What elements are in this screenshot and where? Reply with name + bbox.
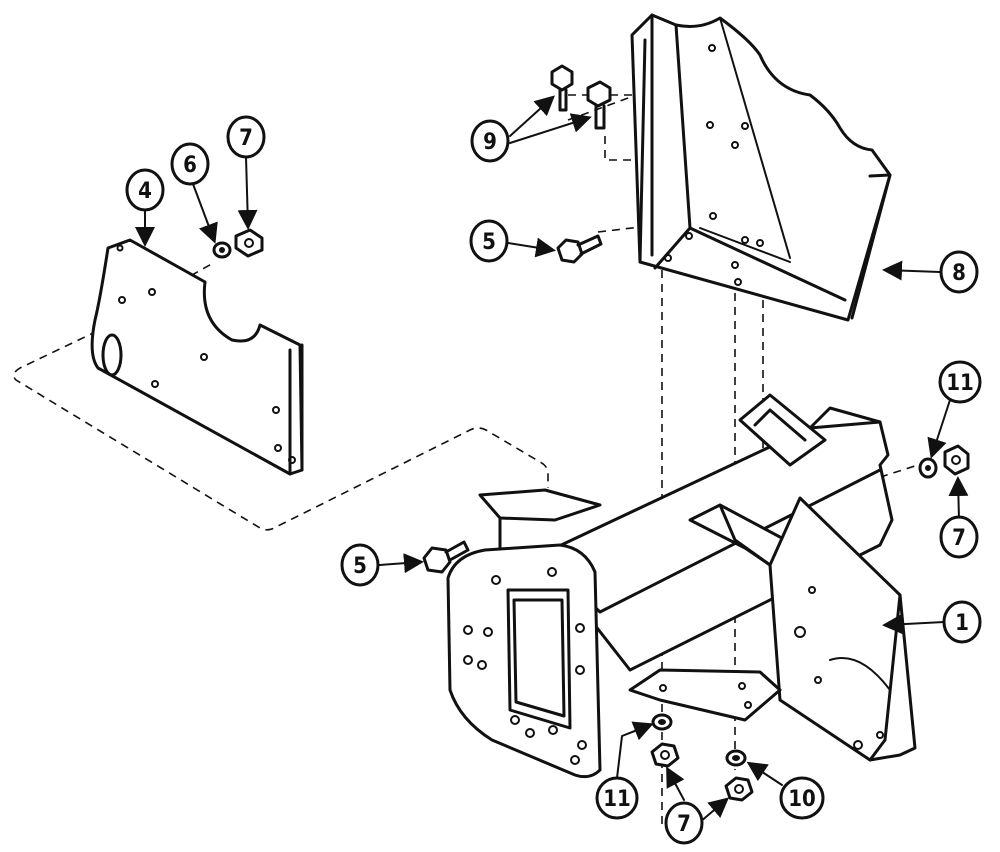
nut-7-bottom-right xyxy=(724,776,754,802)
nut-7-left xyxy=(234,228,264,258)
callout-6: 6 xyxy=(170,142,210,186)
nut-7-bottom xyxy=(650,742,680,768)
svg-text:5: 5 xyxy=(482,230,496,255)
callout-9: 9 xyxy=(470,119,510,163)
callout-leaders xyxy=(135,95,969,823)
svg-text:11: 11 xyxy=(603,787,631,812)
gusset-bracket-8 xyxy=(630,13,892,322)
bolt-5-lower xyxy=(422,540,470,574)
svg-text:11: 11 xyxy=(946,371,974,396)
frame-bracket-1 xyxy=(446,393,917,779)
svg-text:4: 4 xyxy=(138,179,152,204)
washer-10 xyxy=(725,749,747,767)
washer-11-right xyxy=(918,457,938,479)
side-plate-4 xyxy=(90,238,304,476)
callout-11-bottom: 11 xyxy=(595,776,639,820)
callout-10: 10 xyxy=(779,776,825,820)
svg-text:1: 1 xyxy=(955,611,969,636)
svg-text:8: 8 xyxy=(952,261,966,286)
svg-text:10: 10 xyxy=(788,787,816,812)
callout-11-right: 11 xyxy=(938,360,982,404)
svg-text:7: 7 xyxy=(952,526,966,551)
callout-4: 4 xyxy=(125,168,165,212)
bolt-5-upper xyxy=(556,234,603,264)
svg-text:7: 7 xyxy=(239,126,253,151)
svg-text:9: 9 xyxy=(483,130,497,155)
bolt-9b xyxy=(586,80,612,130)
callout-5-lower: 5 xyxy=(340,543,380,587)
svg-text:5: 5 xyxy=(353,554,367,579)
bolt-9a xyxy=(550,64,574,112)
callout-7-bottom: 7 xyxy=(664,801,704,845)
callout-5-upper: 5 xyxy=(469,219,509,263)
washer-11-bottom xyxy=(651,713,673,731)
callout-1: 1 xyxy=(942,600,982,644)
washer-6 xyxy=(212,241,232,259)
nut-7-right xyxy=(943,444,970,476)
callout-7-top-left: 7 xyxy=(226,115,266,159)
callout-7-right: 7 xyxy=(939,515,979,559)
callout-8: 8 xyxy=(939,250,979,294)
svg-text:6: 6 xyxy=(183,153,197,178)
svg-text:7: 7 xyxy=(677,812,691,837)
